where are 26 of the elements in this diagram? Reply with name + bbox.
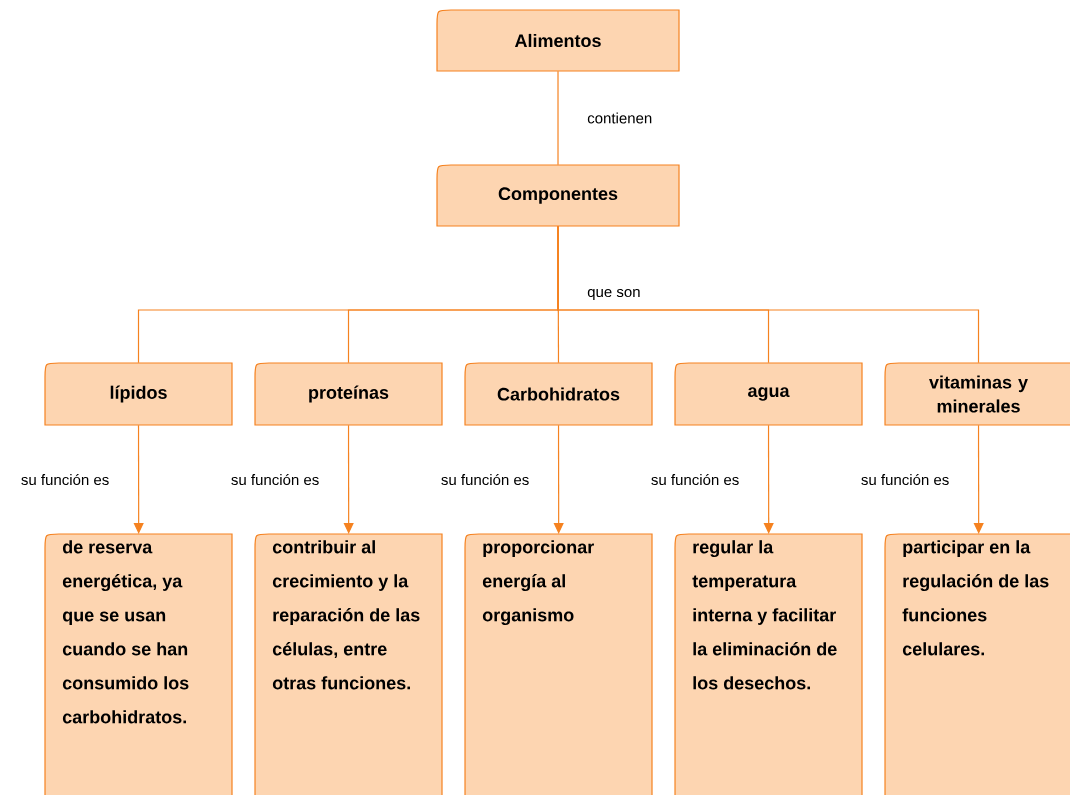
edge-label: su función es: [651, 473, 739, 486]
concept-box: agua: [674, 362, 863, 426]
edge-label: su función es: [861, 473, 949, 486]
arrow: [553, 424, 564, 534]
connector-line: [557, 70, 559, 166]
description-box: de reserva energética, ya que se usan cuando se han consumido los carbohidratos.: [44, 533, 233, 795]
description-box: contribuir al crecimiento y la reparación de las células, entre otras funciones.: [254, 533, 443, 795]
edge-label: su función es: [21, 473, 109, 486]
description-box: proporcionar energía al organismo: [464, 533, 653, 795]
arrow: [343, 424, 354, 534]
description-box: participar en la regulación de las funciones celulares.: [884, 533, 1070, 795]
concept-box: lípidos: [44, 362, 233, 426]
arrow: [973, 424, 984, 534]
arrow: [763, 424, 774, 534]
edge-label: su función es: [441, 473, 529, 486]
description-box: regular la temperatura interna y facilitar la eliminación de los desechos.: [674, 533, 863, 795]
edge-label: contienen: [587, 112, 652, 124]
edge-label: que son: [587, 288, 640, 301]
concept-box: Alimentos: [436, 9, 680, 72]
arrow: [133, 424, 144, 534]
concept-box: Componentes: [436, 164, 680, 227]
concept-box: vitaminas y minerales: [884, 362, 1070, 426]
concept-box: proteínas: [254, 362, 443, 426]
concept-box: Carbohidratos: [464, 362, 653, 426]
edge-label: su función es: [231, 473, 319, 486]
connector-line: [557, 225, 980, 364]
